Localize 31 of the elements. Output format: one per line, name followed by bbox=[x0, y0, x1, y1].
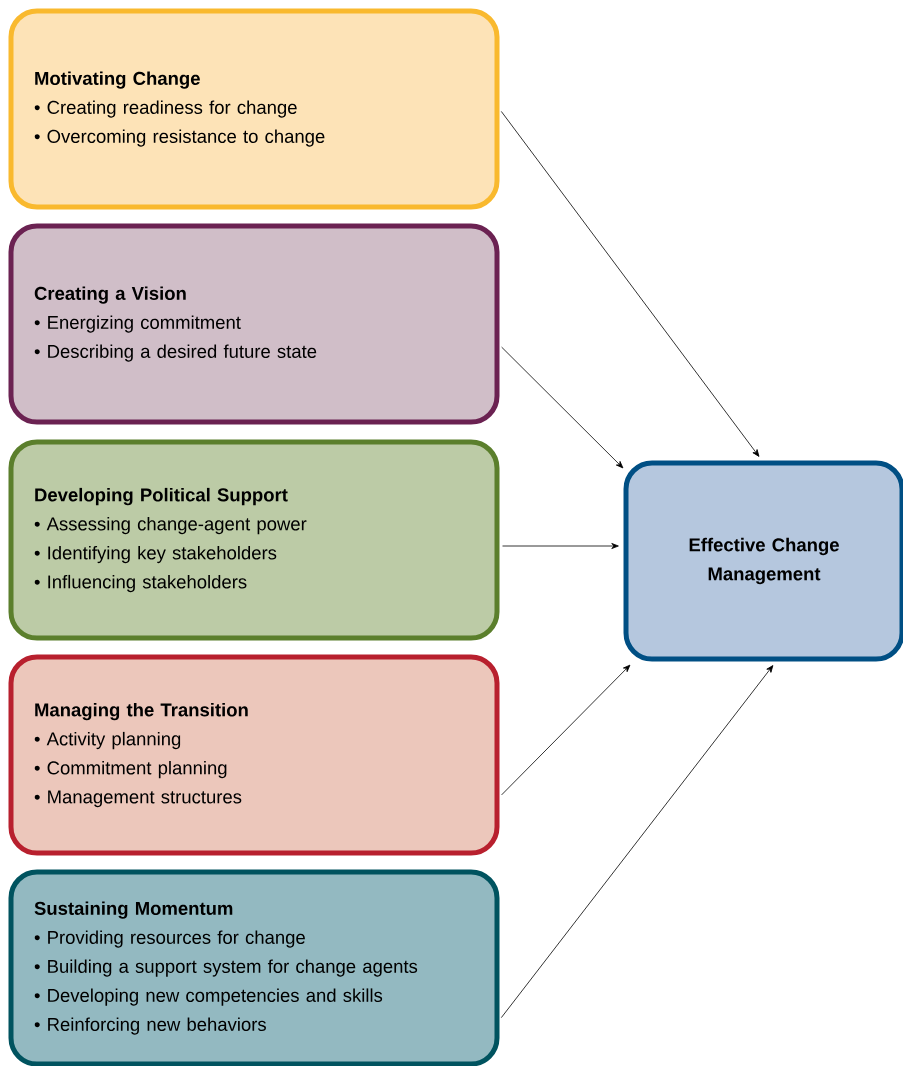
box-heading: Sustaining Momentum bbox=[34, 901, 233, 919]
box-heading: Managing the Transition bbox=[35, 702, 248, 721]
box-title: Effective Change Management bbox=[689, 537, 839, 585]
box-heading: Developing Political Support bbox=[35, 487, 288, 506]
bullet-item: • Activity planning bbox=[34, 731, 181, 750]
bullet-item: • Overcoming resistance to change bbox=[34, 129, 325, 147]
stage-box bbox=[8, 439, 500, 641]
box-heading: Creating a Vision bbox=[34, 286, 186, 304]
stage-box bbox=[8, 654, 500, 856]
arrow bbox=[502, 543, 619, 549]
bullet-item: • Describing a desired future state bbox=[34, 344, 317, 362]
stage-box bbox=[8, 8, 500, 210]
bullet-item: • Energizing commitment bbox=[34, 315, 241, 333]
bullet-item: • Developing new competencies and skills bbox=[34, 988, 383, 1006]
result-box bbox=[623, 460, 903, 662]
arrow bbox=[501, 664, 631, 796]
bullet-item: • Providing resources for change bbox=[34, 930, 305, 948]
bullet-item: • Influencing stakeholders bbox=[34, 574, 247, 593]
bullet-item: • Building a support system for change agents bbox=[34, 959, 418, 977]
bullet-item: • Creating readiness for change bbox=[34, 100, 297, 118]
bullet-item: • Assessing change-agent power bbox=[34, 516, 307, 535]
bullet-item: • Management structures bbox=[34, 790, 242, 808]
arrow bbox=[500, 665, 774, 1019]
stage-box bbox=[8, 869, 500, 1066]
arrow bbox=[500, 111, 760, 457]
bullet-item: • Commitment planning bbox=[34, 760, 227, 779]
stage-box bbox=[8, 223, 500, 425]
bullet-item: • Identifying key stakeholders bbox=[34, 545, 277, 564]
box-heading: Motivating Change bbox=[35, 71, 200, 89]
arrow bbox=[501, 346, 624, 469]
bullet-item: • Reinforcing new behaviors bbox=[34, 1017, 266, 1035]
